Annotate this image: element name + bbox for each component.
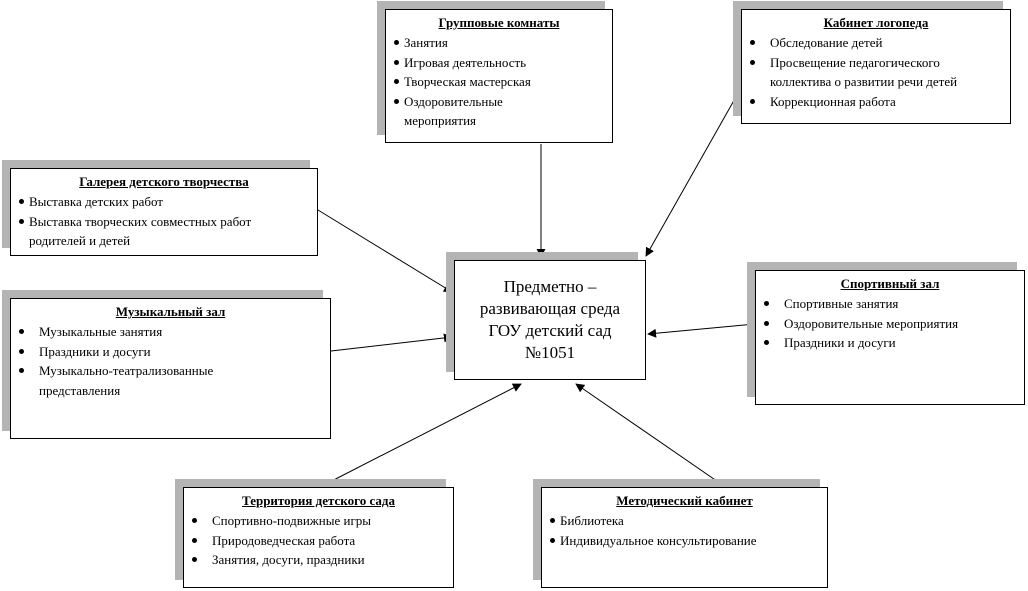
list-item: Оздоровительные мероприятия — [762, 314, 1018, 334]
list-item: Обследование детей — [748, 33, 1004, 53]
list-item: Коррекционная работа — [748, 92, 1004, 112]
list-item: Игровая деятельность — [392, 53, 606, 73]
list-item: Праздники и досуги — [762, 333, 1018, 353]
music-hall-title: Музыкальный зал — [115, 304, 226, 319]
list-item: Библиотека — [548, 511, 821, 531]
list-item: Спортивные занятия — [762, 294, 1018, 314]
list-item: Выставка творческих совместных работ род… — [17, 212, 311, 251]
group-rooms-list: Занятия Игровая деятельность Творческая … — [392, 33, 606, 131]
music-hall-box: Музыкальный зал Музыкальные занятия Праз… — [10, 298, 331, 439]
territory-list: Спортивно-подвижные игры Природоведческа… — [190, 511, 447, 570]
list-item: Спортивно-подвижные игры — [190, 511, 447, 531]
sports-hall-list: Спортивные занятия Оздоровительные мероп… — [762, 294, 1018, 353]
arrow-methodical — [575, 383, 725, 487]
arrow-music-hall — [330, 333, 453, 352]
list-item: Индивидуальное консультирование — [548, 531, 821, 551]
methodical-title: Методический кабинет — [616, 493, 753, 508]
methodical-box: Методический кабинет Библиотека Индивиду… — [541, 487, 828, 588]
arrow-territory — [321, 383, 522, 487]
sports-hall-title: Спортивный зал — [840, 276, 940, 291]
list-item: Музыкально-театрализованные представлени… — [17, 361, 324, 400]
methodical-list: Библиотека Индивидуальное консультирован… — [548, 511, 821, 550]
list-item: Выставка детских работ — [17, 192, 311, 212]
arrow-speech-therapist — [645, 87, 742, 257]
gallery-box: Галерея детского творчества Выставка дет… — [10, 168, 318, 256]
list-item: Музыкальные занятия — [17, 322, 324, 342]
sports-hall-box: Спортивный зал Спортивные занятия Оздоро… — [755, 270, 1025, 405]
list-item: Творческая мастерская — [392, 72, 606, 92]
list-item: Природоведческая работа — [190, 531, 447, 551]
center-box: Предметно – развивающая среда ГОУ детски… — [454, 260, 646, 380]
gallery-title: Галерея детского творчества — [79, 174, 249, 189]
arrow-gallery — [317, 209, 453, 293]
center-title: Предметно – развивающая среда ГОУ детски… — [479, 277, 621, 362]
territory-box: Территория детского сада Спортивно-подви… — [183, 487, 454, 588]
music-hall-list: Музыкальные занятия Праздники и досуги М… — [17, 322, 324, 400]
territory-title: Территория детского сада — [242, 493, 395, 508]
arrow-sports-hall — [647, 323, 756, 338]
speech-therapist-title: Кабинет логопеда — [823, 15, 929, 30]
list-item: Праздники и досуги — [17, 342, 324, 362]
list-item: Оздоровительные мероприятия — [392, 92, 606, 131]
group-rooms-box: Групповые комнаты Занятия Игровая деятел… — [385, 9, 613, 143]
gallery-list: Выставка детских работ Выставка творческ… — [17, 192, 311, 251]
list-item: Занятия, досуги, праздники — [190, 550, 447, 570]
speech-therapist-list: Обследование детей Просвещение педагогич… — [748, 33, 1004, 111]
speech-therapist-box: Кабинет логопеда Обследование детей Прос… — [741, 9, 1011, 124]
list-item: Занятия — [392, 33, 606, 53]
list-item: Просвещение педагогического коллектива о… — [748, 53, 1004, 92]
group-rooms-title: Групповые комнаты — [438, 15, 560, 30]
